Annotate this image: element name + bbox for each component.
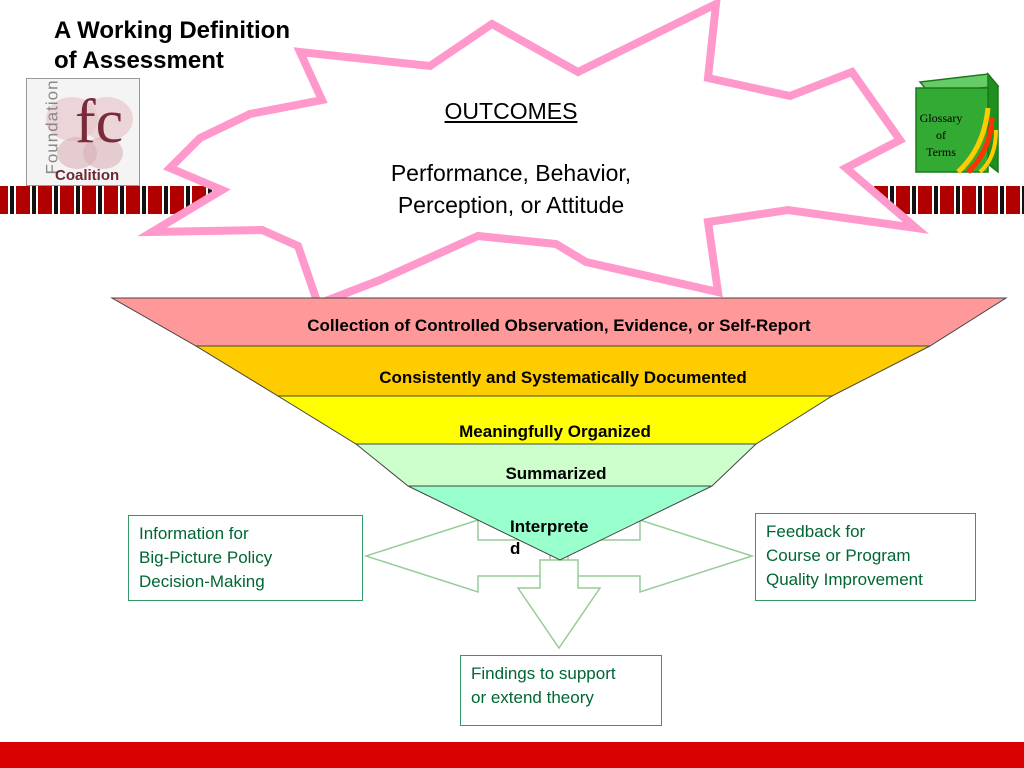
right-arrow [567, 518, 755, 594]
down-arrow [516, 559, 602, 650]
outcomes-heading: OUTCOMES [444, 98, 578, 124]
glossary-label[interactable]: Glossary of Terms [919, 111, 963, 159]
foundation-coalition-logo: Foundation fc Coalition [26, 78, 140, 186]
funnel-level-5 [407, 485, 713, 561]
funnel-label-3: Meaningfully Organized [459, 422, 651, 441]
box-feedback-improvement: Feedback for Course or Program Quality I… [755, 513, 976, 601]
page-title: A Working Definition of Assessment [54, 16, 290, 76]
funnel-label-2: Consistently and Systematically Document… [379, 368, 747, 387]
funnel-label-5: Interprete d [510, 517, 589, 558]
funnel-label-1: Collection of Controlled Observation, Ev… [307, 316, 811, 335]
footer-bar [0, 742, 1024, 768]
funnel-label-4: Summarized [505, 464, 607, 483]
title-text: A Working Definition of Assessment [54, 17, 290, 74]
outcomes-text: OUTCOMES Performance, Behavior, Percepti… [340, 98, 682, 221]
logo-bottom-text: Coalition [55, 167, 120, 184]
glossary-book-icon[interactable] [900, 68, 1010, 180]
butterfly-icon [46, 97, 133, 169]
box-policy-decision: Information for Big-Picture Policy Decis… [128, 515, 363, 601]
logo-monogram: fc [75, 88, 124, 156]
box-findings-theory: Findings to support or extend theory [460, 655, 662, 726]
outcomes-body: Performance, Behavior, Perception, or At… [390, 160, 632, 218]
left-arrow [363, 518, 551, 594]
